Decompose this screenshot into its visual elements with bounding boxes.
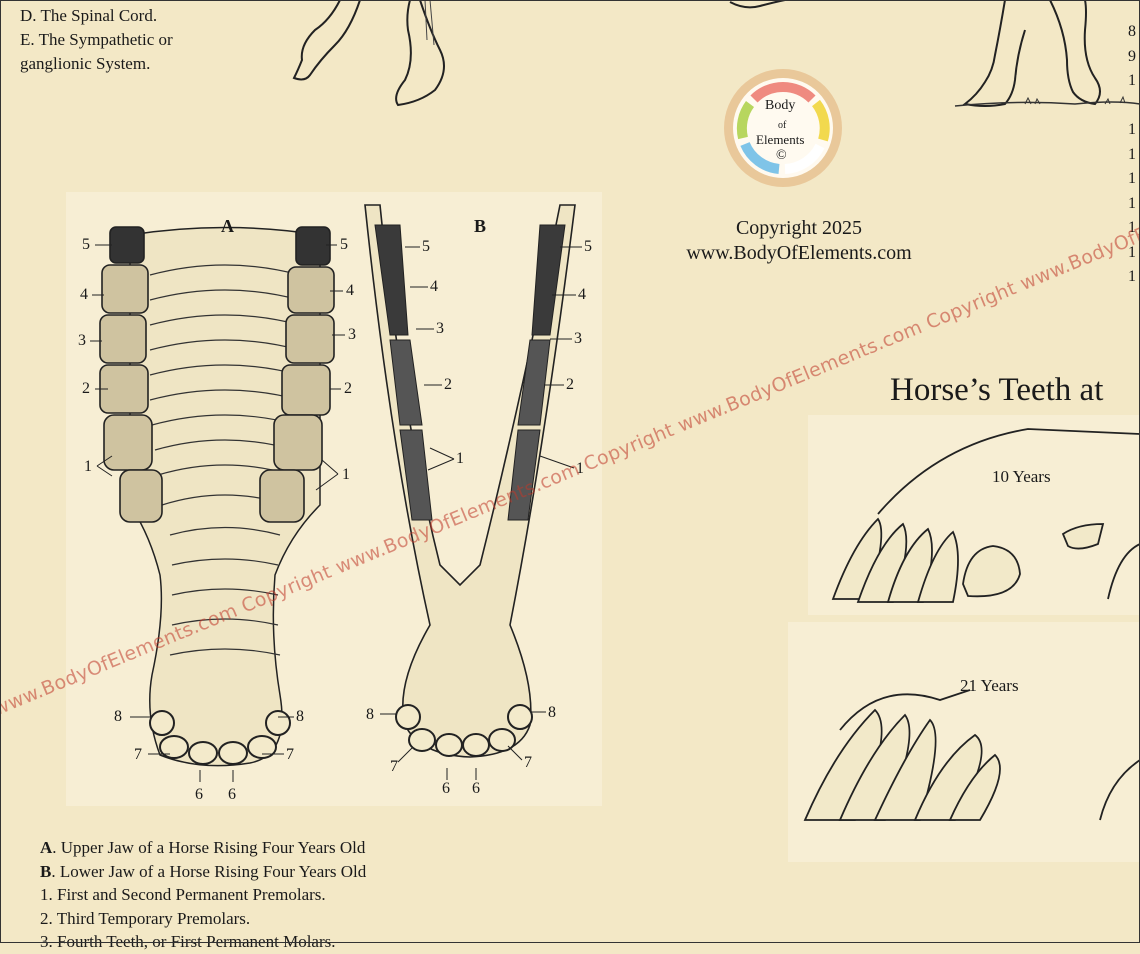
label-a-left: 4 bbox=[80, 286, 88, 303]
nerve-list-line: D. The Spinal Cord. bbox=[20, 6, 158, 25]
right-number bbox=[1128, 94, 1136, 119]
right-number: 1 bbox=[1128, 121, 1136, 138]
teeth-age-heading: Horse’s Teeth at bbox=[890, 372, 1104, 408]
label-a-right: 5 bbox=[340, 236, 348, 253]
logo-text-elements: Elements bbox=[756, 132, 805, 147]
logo-text-body: Body bbox=[765, 98, 796, 113]
label-b-left: 5 bbox=[422, 238, 430, 255]
logo-text-of: of bbox=[778, 120, 787, 131]
label-b-left: 3 bbox=[436, 320, 444, 337]
right-number: 1 bbox=[1128, 72, 1136, 89]
caption-a-text: . Upper Jaw of a Horse Rising Four Years… bbox=[52, 838, 366, 857]
label-b-left: 1 bbox=[456, 450, 464, 467]
nerve-list-line: ganglionic System. bbox=[20, 54, 151, 73]
right-number: 1 bbox=[1128, 243, 1136, 261]
right-number: 1 bbox=[1128, 268, 1136, 285]
lower-jaw-illustration bbox=[364, 204, 576, 758]
right-margin-numbers: 8 9 1 1 1 1 1 1 1 1 bbox=[1128, 20, 1136, 290]
label-a-left: 2 bbox=[82, 380, 90, 397]
nerve-list-line: E. The Sympathetic or bbox=[20, 30, 173, 49]
label-b-right: 6 bbox=[472, 780, 480, 797]
label-b-left: 7 bbox=[390, 758, 398, 775]
nerve-system-list: D. The Spinal Cord. E. The Sympathetic o… bbox=[20, 4, 173, 76]
copyright-block: Copyright 2025 www.BodyOfElements.com bbox=[668, 216, 930, 266]
label-a-left: 3 bbox=[78, 332, 86, 349]
age-label-21-years: 21 Years bbox=[960, 676, 1019, 695]
label-b-left: 2 bbox=[444, 376, 452, 393]
label-a-left: 1 bbox=[84, 458, 92, 475]
caption-a-key: A bbox=[40, 838, 53, 857]
right-number: 1 bbox=[1128, 194, 1136, 212]
figure-a-letter: A bbox=[221, 216, 234, 236]
caption-b-text: . Lower Jaw of a Horse Rising Four Years… bbox=[51, 861, 367, 881]
teeth-21-years-illustration bbox=[803, 689, 1140, 821]
right-number: 1 bbox=[1128, 170, 1136, 187]
right-number: 9 bbox=[1128, 47, 1136, 65]
horse-legs-right-illustration bbox=[954, 0, 1140, 107]
horse-legs-illustration bbox=[292, 0, 445, 107]
figure-b-letter: B bbox=[474, 216, 487, 236]
caption-b: B. Lower Jaw of a Horse Rising Four Year… bbox=[40, 860, 366, 884]
caption-a: A. Upper Jaw of a Horse Rising Four Year… bbox=[40, 836, 366, 860]
right-number: 8 bbox=[1128, 23, 1136, 40]
age-label-10-years: 10 Years bbox=[992, 467, 1051, 486]
teeth-10-years-illustration bbox=[831, 428, 1140, 603]
label-a-right: 8 bbox=[296, 708, 304, 725]
label-a-right: 4 bbox=[346, 282, 354, 299]
label-b-left: 6 bbox=[442, 780, 450, 797]
upper-jaw-illustration bbox=[99, 226, 335, 767]
label-a-right: 3 bbox=[348, 326, 356, 343]
label-b-right: 3 bbox=[574, 330, 582, 347]
label-a-right: 6 bbox=[228, 786, 236, 803]
caption-line-3: 3. Fourth Teeth, or First Permanent Mola… bbox=[40, 932, 336, 951]
label-b-right: 4 bbox=[578, 286, 586, 303]
label-b-left: 8 bbox=[366, 706, 374, 723]
label-b-right: 7 bbox=[524, 754, 532, 771]
caption-b-key: B bbox=[40, 861, 52, 881]
label-a-left: 6 bbox=[195, 786, 203, 803]
label-a-right: 7 bbox=[286, 746, 294, 763]
label-b-right: 1 bbox=[576, 460, 584, 477]
copyright-year: Copyright 2025 bbox=[735, 217, 863, 239]
label-b-right: 5 bbox=[584, 238, 592, 255]
caption-line-1: 1. First and Second Permanent Premolars. bbox=[40, 885, 326, 904]
right-number: 1 bbox=[1128, 219, 1136, 236]
copyright-url: www.BodyOfElements.com bbox=[686, 242, 912, 264]
label-a-left: 7 bbox=[134, 746, 142, 763]
label-b-right: 8 bbox=[548, 704, 556, 721]
body-of-elements-logo: Body of Elements © bbox=[723, 68, 843, 188]
copyright-symbol-icon: © bbox=[776, 148, 787, 163]
label-a-right: 2 bbox=[344, 380, 352, 397]
label-a-right: 1 bbox=[342, 466, 350, 483]
label-b-left: 4 bbox=[430, 278, 438, 295]
horse-hoof-top-illustration bbox=[729, 0, 786, 9]
right-number: 1 bbox=[1128, 145, 1136, 163]
figure-panel-21yrs bbox=[788, 622, 1140, 862]
label-a-left: 5 bbox=[82, 236, 90, 253]
figure-captions: A. Upper Jaw of a Horse Rising Four Year… bbox=[40, 836, 366, 954]
caption-line-2: 2. Third Temporary Premolars. bbox=[40, 908, 251, 928]
label-a-left: 8 bbox=[114, 708, 122, 725]
label-b-right: 2 bbox=[566, 376, 574, 393]
